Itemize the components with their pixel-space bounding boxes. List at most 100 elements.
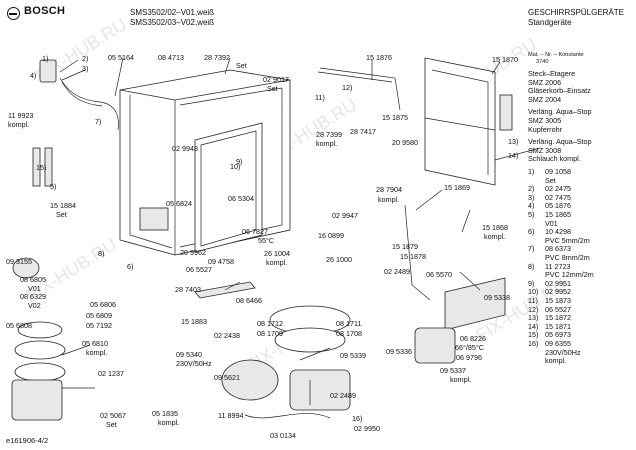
part-code: 06 5527: [545, 304, 571, 314]
callout-label: 8): [98, 249, 105, 258]
part-number: 09 5621: [214, 373, 240, 382]
part-number: 08 4713: [158, 53, 184, 62]
part-note: Set: [545, 175, 556, 185]
part-index: 15): [528, 330, 539, 340]
part-note: kompl.: [266, 258, 288, 267]
part-number: 09 4758: [208, 257, 234, 266]
brand-name: BOSCH: [24, 5, 66, 17]
accessory-code: SMZ 3008: [528, 145, 562, 155]
part-number: 15 1875: [382, 113, 408, 122]
part-index: 11): [528, 295, 538, 305]
part-number: 05 6810: [82, 339, 108, 348]
door-panel: [424, 57, 496, 186]
callout-label: 4): [30, 71, 37, 80]
part-number: 05 6808: [6, 321, 32, 330]
part-note: 55°C: [258, 236, 275, 245]
callout-label: 13): [508, 137, 519, 146]
valve-part: [39, 59, 57, 83]
part-index: 2): [528, 184, 535, 194]
part-code: 15 1873: [545, 295, 571, 305]
part-number: 08 6329: [20, 292, 46, 301]
callout-label: 5): [50, 182, 57, 191]
part-index: 10): [528, 287, 539, 297]
hose-piece: [44, 147, 53, 187]
part-note: PVC 12mm/2m: [545, 270, 594, 280]
part-number: 02 5067: [100, 411, 126, 420]
inlet-hose: [59, 77, 119, 131]
konstante-value: 3740: [536, 59, 549, 65]
part-note: PVC 8mm/2m: [545, 252, 590, 262]
hose-piece: [32, 147, 41, 187]
part-code: 02 9952: [545, 287, 571, 297]
callout-label: 10): [230, 162, 241, 171]
callout-label: 11): [315, 93, 325, 102]
part-number: 05 1835: [152, 409, 178, 418]
part-number: 28 7417: [350, 127, 376, 136]
part-number: 08 1711: [336, 319, 362, 328]
circulation-pump: [221, 305, 351, 411]
supply-pipe: [404, 204, 431, 301]
bosch-logo-icon: [7, 7, 20, 20]
callout-label: 7): [95, 117, 102, 126]
accessory-name: Verläng. Aqua–Stop: [528, 107, 592, 117]
page-subtitle: Standgeräte: [528, 18, 572, 27]
part-number: 26 1004: [264, 249, 290, 258]
part-note: V02: [28, 301, 41, 310]
part-number: 08 6466: [236, 296, 262, 305]
door-hinge: [499, 94, 513, 131]
part-number: 28 7399: [316, 130, 342, 139]
callout-label: 3): [82, 64, 89, 73]
part-number: 15 1870: [492, 55, 518, 64]
part-code: 09 6355: [545, 338, 571, 348]
part-number: 02 9947: [332, 211, 358, 220]
part-number: 09 5336: [386, 347, 412, 356]
part-index: 12): [528, 304, 539, 314]
part-number: 20 9580: [392, 138, 418, 147]
accessory-name: Steck–Etagere: [528, 69, 576, 78]
callout-label: 15): [36, 163, 47, 172]
part-number: 02 2438: [214, 331, 240, 340]
part-note: kompl.: [545, 356, 567, 366]
konstante-label: Mat. – Nr. – Konstante: [528, 52, 584, 58]
part-note: kompl.: [316, 139, 338, 148]
part-code: 10 4298: [545, 227, 571, 237]
part-code: 02 2475: [545, 184, 571, 194]
part-note: kompl.: [484, 232, 506, 241]
part-number: 15 1879: [392, 242, 418, 251]
part-index: 14): [528, 321, 539, 331]
part-number: 08 6805: [20, 275, 46, 284]
page-title: GESCHIRRSPÜLGERÄTE: [528, 8, 625, 17]
part-note: Set: [106, 420, 117, 429]
part-number: 05 5164: [108, 53, 134, 62]
part-number: 15 1876: [366, 53, 392, 62]
part-code: 02 9951: [545, 278, 571, 288]
leader-lines: [59, 57, 541, 405]
part-number: 02 9950: [354, 424, 380, 433]
part-number: 06 5570: [426, 270, 452, 279]
part-number: 15 1869: [444, 183, 470, 192]
part-number: 06 9796: [456, 353, 482, 362]
part-index: 3): [528, 192, 535, 202]
callout-label: 1): [42, 54, 49, 63]
part-number: 09 5338: [484, 293, 510, 302]
part-number: 06 7827: [242, 227, 268, 236]
part-number: 09 5337: [440, 366, 466, 375]
part-number: 16 0899: [318, 231, 344, 240]
legend-panel: Mat. – Nr. – Konstante 3740 Steck–Etager…: [528, 52, 634, 368]
part-code: 08 6373: [545, 244, 571, 254]
part-number: 11 8994: [218, 411, 244, 420]
part-code: 15 1872: [545, 313, 571, 323]
part-code: 05 6973: [545, 330, 571, 340]
callout-label: 12): [342, 83, 353, 92]
part-number: 02 9948: [172, 144, 198, 153]
part-note: 230V/50Hz: [545, 347, 581, 357]
part-number: 20 9962: [180, 248, 206, 257]
callout-label: 14): [508, 151, 519, 160]
part-index: 13): [528, 313, 539, 323]
part-number: 02 2489: [384, 267, 410, 276]
part-number: 08 1708: [336, 329, 362, 338]
accessory-code: SMZ 2004: [528, 94, 562, 104]
part-number: 28 7392: [204, 53, 230, 62]
